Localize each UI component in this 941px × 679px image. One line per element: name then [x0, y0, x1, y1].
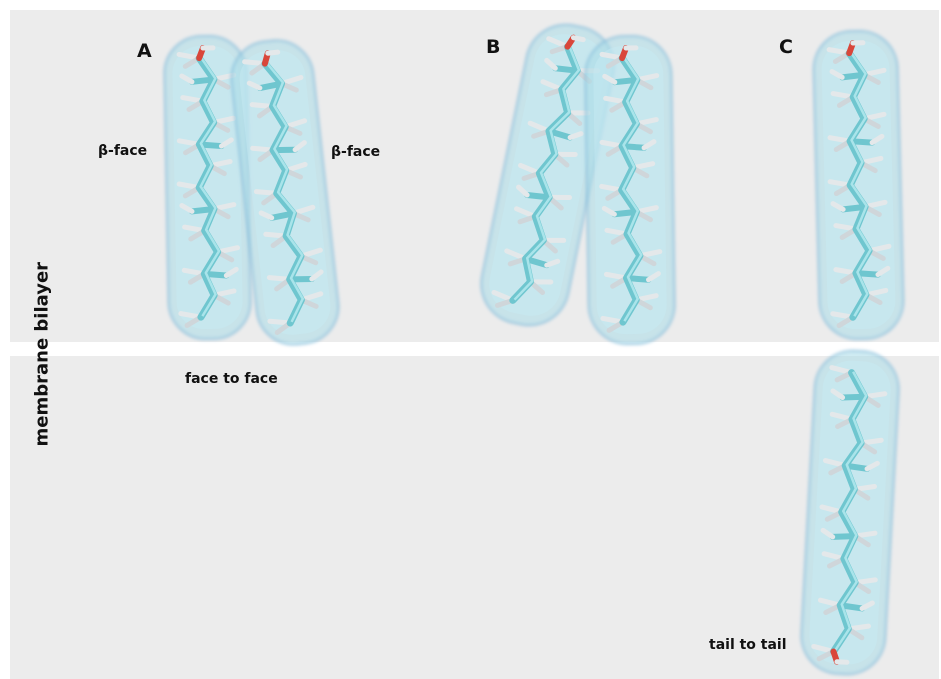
panel-label-a: A [137, 40, 152, 62]
membrane-bilayer-label: membrane bilayer [32, 267, 53, 447]
beta-face-left-label: β-face [98, 143, 147, 159]
tail-to-tail-label: tail to tail [709, 637, 787, 653]
beta-face-right-label: β-face [331, 144, 380, 160]
molecule-layer [164, 17, 905, 676]
molecule-c-lower [799, 349, 900, 677]
panel-label-b: B [486, 36, 500, 58]
molecule-c-upper [813, 30, 905, 340]
face-to-face-label: face to face [185, 371, 278, 387]
panel-label-c: C [779, 36, 793, 58]
molecule-b-right [585, 35, 675, 344]
